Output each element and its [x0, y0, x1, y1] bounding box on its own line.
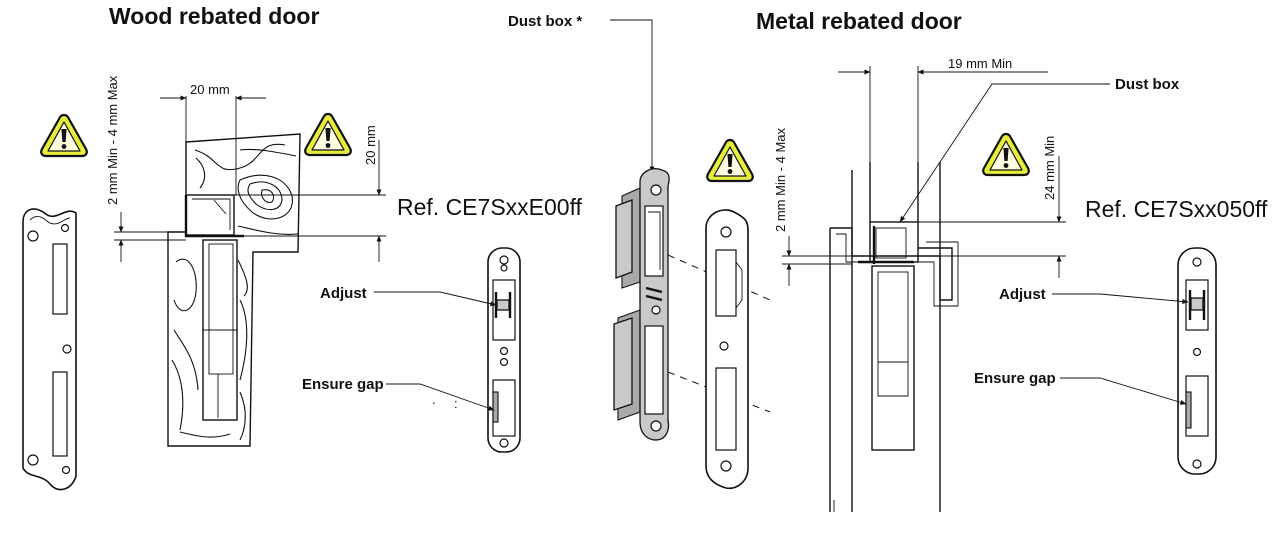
metal-door-section [829, 162, 959, 512]
dots-mark: : [454, 396, 458, 411]
wood-dimensions: 20 mm 20 mm 2 mm Min - 4 mm Max [105, 75, 386, 262]
metal-strike-detail [1177, 247, 1217, 475]
metal-door-title: Metal rebated door [756, 8, 962, 34]
wood-door-title: Wood rebated door [109, 3, 319, 29]
metal-strike-plate [705, 209, 749, 490]
dust-box-exploded [613, 168, 670, 441]
wood-door-section [167, 133, 301, 447]
warning-icon [40, 113, 88, 158]
adjust-label-right: Adjust [999, 286, 1046, 303]
metal-ref: Ref. CE7Sxx050ff [1085, 196, 1268, 222]
dust-box-star-label: Dust box * [508, 13, 582, 30]
metal-dimensions: 19 mm Min 24 mm Min 2 mm Min - 4 Max [773, 56, 1066, 286]
wood-ref: Ref. CE7SxxE00ff [397, 194, 583, 220]
ensure-gap-label-left: Ensure gap [302, 376, 384, 393]
warning-icon [304, 112, 352, 157]
dust-box-label: Dust box [1115, 76, 1180, 93]
metal-depth-dim: 24 mm Min [1042, 136, 1057, 200]
warning-icon [982, 132, 1030, 177]
adjust-label-left: Adjust [320, 285, 367, 302]
metal-gap-dim: 2 mm Min - 4 Max [773, 127, 788, 232]
warning-icon [706, 138, 754, 183]
metal-width-dim: 19 mm Min [948, 56, 1012, 71]
ensure-gap-label-right: Ensure gap [974, 370, 1056, 387]
wood-depth-dim: 20 mm [363, 125, 378, 165]
dots-mark: . [432, 392, 436, 407]
wood-gap-dim: 2 mm Min - 4 mm Max [105, 75, 120, 205]
wood-strike-plate [22, 208, 77, 491]
wood-width-dim: 20 mm [190, 82, 230, 97]
wood-strike-detail [487, 247, 521, 453]
